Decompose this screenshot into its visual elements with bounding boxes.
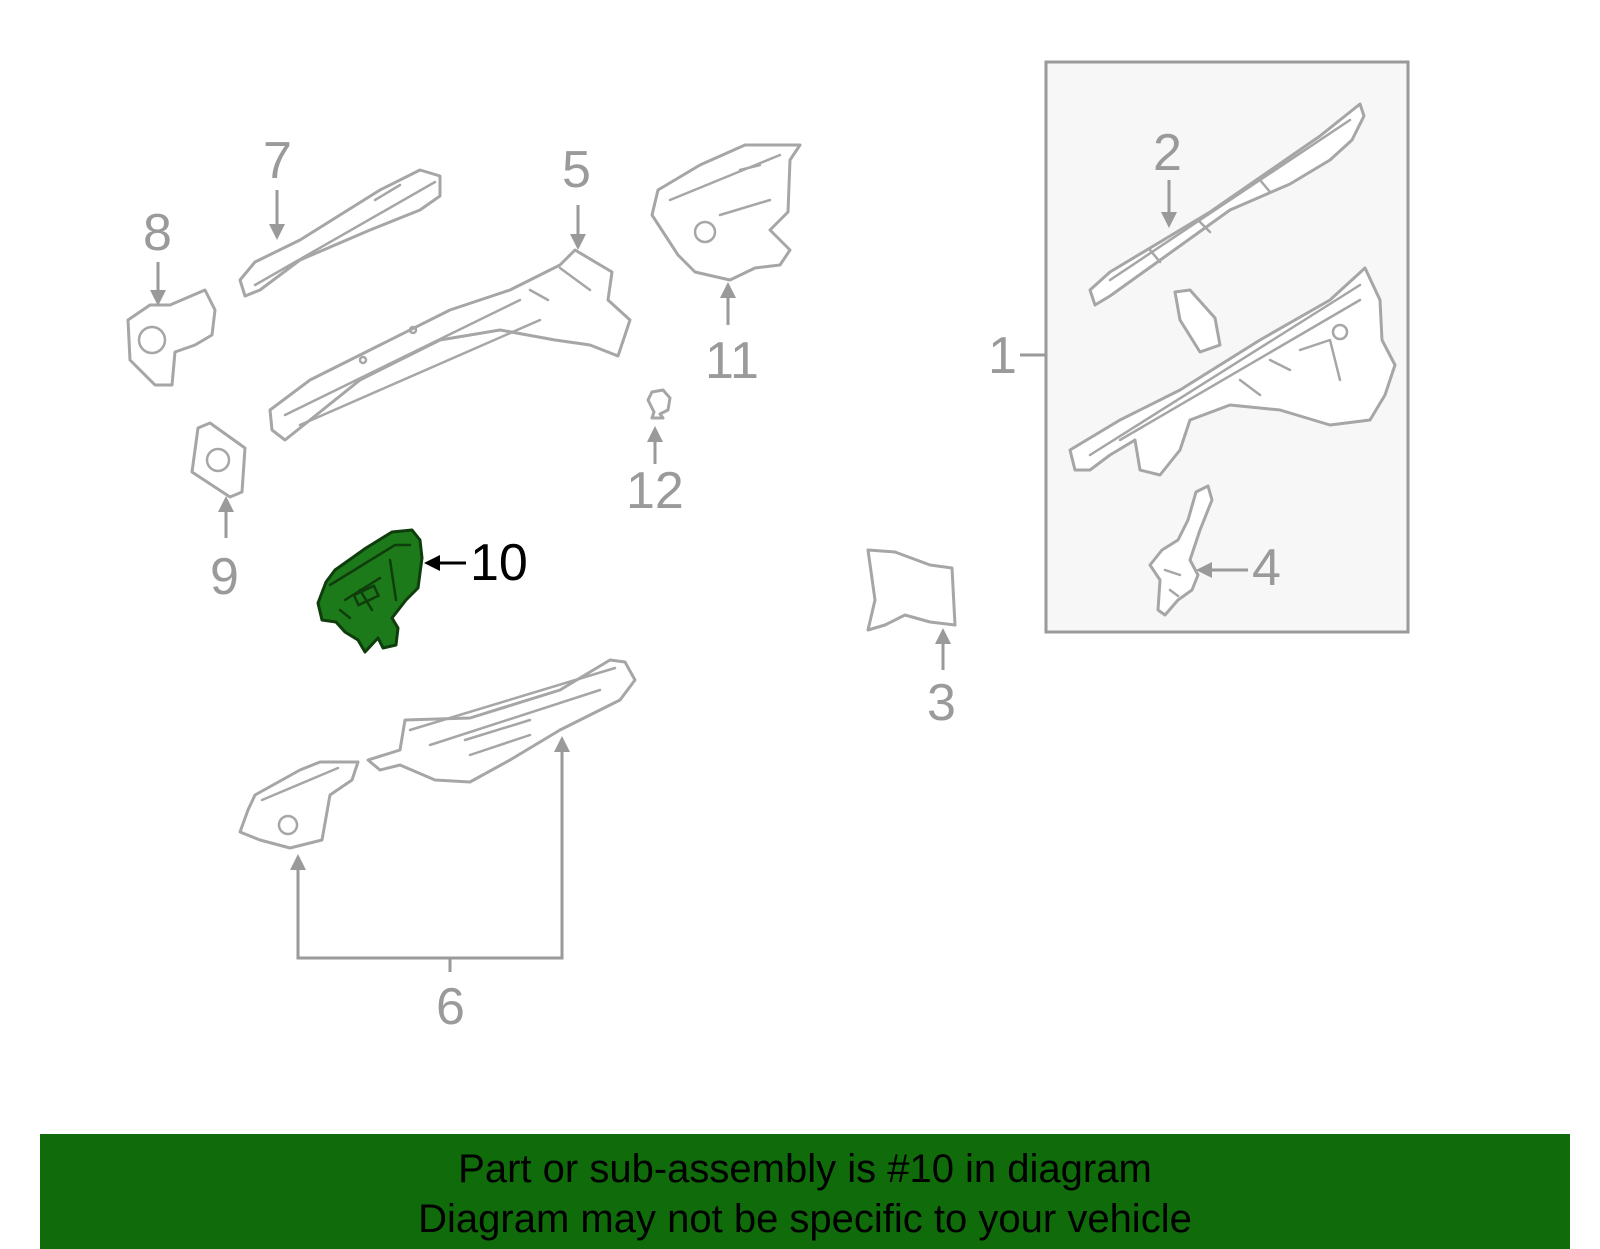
leader-lines [150,180,1248,972]
callout-9: 9 [210,548,239,606]
part-6-right-drawing [366,658,637,784]
callout-10: 10 [470,534,528,592]
callout-11: 11 [705,332,759,390]
callout-5: 5 [562,141,591,199]
callout-3: 3 [927,674,956,732]
part-8-drawing [126,288,217,387]
callout-12: 12 [626,462,684,520]
part-1-drawing [1068,266,1397,477]
part-11-drawing [650,143,802,282]
callout-1: 1 [988,327,1017,385]
part-7-drawing [238,168,442,298]
part-9-drawing [190,421,247,499]
callout-7: 7 [263,132,292,190]
part-12-drawing [646,388,672,420]
callout-6: 6 [436,978,465,1036]
part-10-highlighted-drawing [316,528,424,654]
part-4-drawing [1148,484,1214,617]
callout-2: 2 [1153,124,1182,182]
banner-line-disclaimer: Diagram may not be specific to your vehi… [418,1197,1192,1241]
callout-4: 4 [1252,539,1281,597]
part-6-left-drawing [238,760,360,850]
info-banner: Part or sub-assembly is #10 in diagram D… [40,1134,1570,1249]
banner-line-part-number: Part or sub-assembly is #10 in diagram [458,1147,1152,1191]
part-2-drawing [1088,102,1366,307]
part-3-drawing [866,548,957,632]
part-5-drawing [268,248,632,442]
callout-8: 8 [143,204,172,262]
